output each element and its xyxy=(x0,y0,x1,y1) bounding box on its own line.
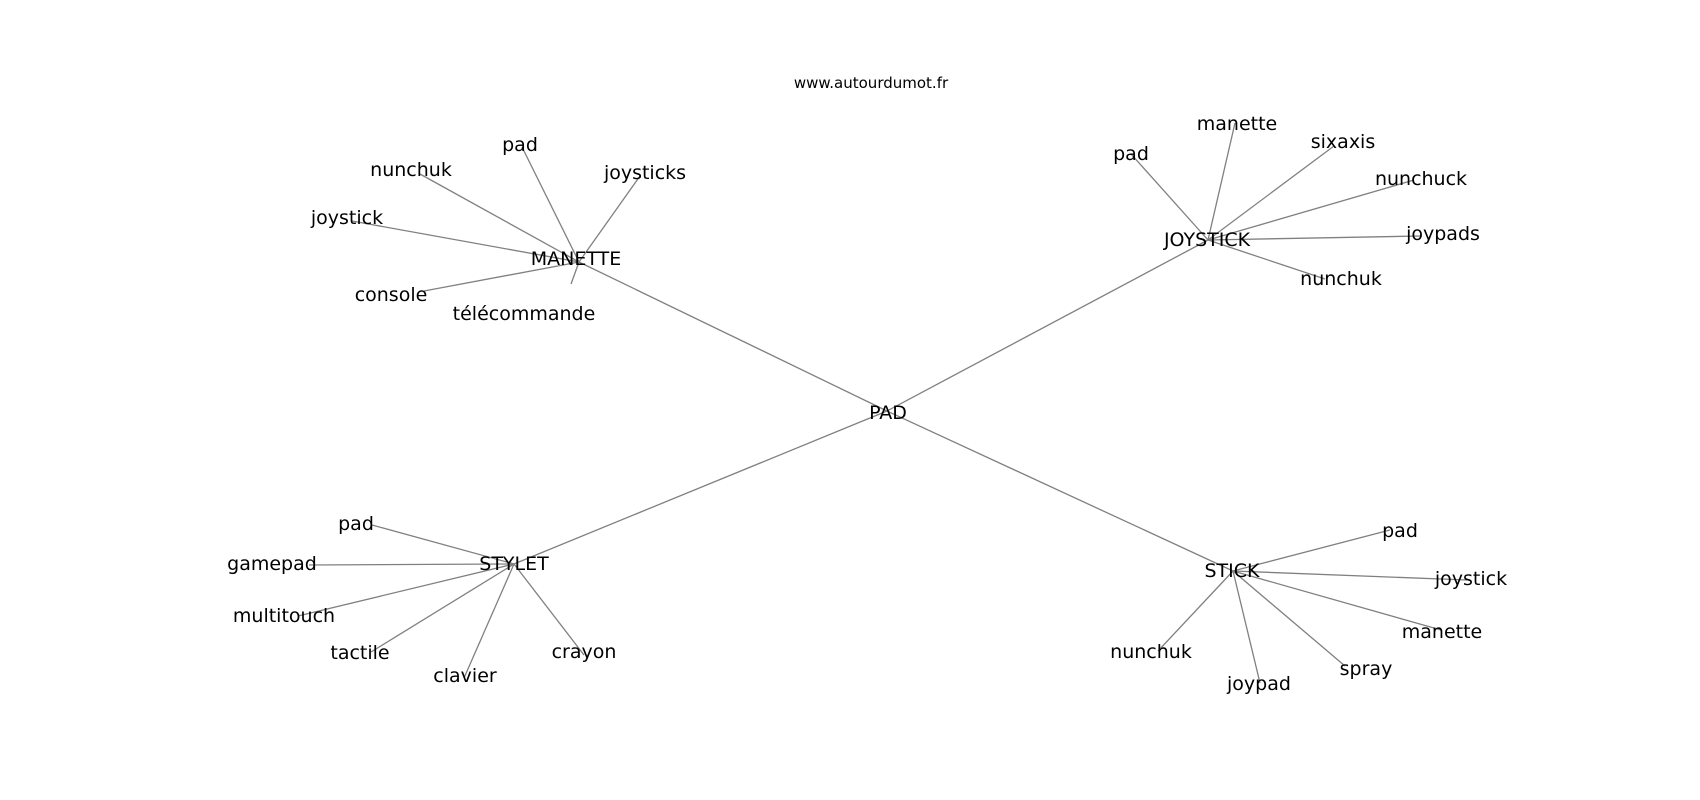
edge-joystick-5 xyxy=(1207,239,1326,280)
edge-stylet-3 xyxy=(370,563,515,653)
leaf-node: pad xyxy=(338,513,374,535)
edge-stick-0 xyxy=(1232,529,1391,572)
node-joystick: JOYSTICK xyxy=(1163,229,1251,251)
leaf-node: joystick xyxy=(1434,568,1507,590)
edge-center-joystick xyxy=(886,239,1209,412)
edge-joystick-3 xyxy=(1207,179,1415,241)
edge-stylet-5 xyxy=(513,563,585,656)
node-manette: MANETTE xyxy=(531,248,622,270)
leaf-node: console xyxy=(355,284,428,306)
edge-manette-3 xyxy=(351,220,580,263)
leaf-node: spray xyxy=(1340,658,1393,680)
leaf-node: nunchuk xyxy=(1300,268,1382,290)
edge-manette-1 xyxy=(578,175,641,263)
leaf-node: nunchuk xyxy=(370,159,452,181)
leaf-node: sixaxis xyxy=(1311,131,1376,153)
edge-manette-0 xyxy=(521,146,580,263)
leaf-node: nunchuck xyxy=(1375,168,1467,190)
edge-stylet-1 xyxy=(308,563,515,566)
edge-stick-2 xyxy=(1232,570,1442,631)
leaf-node: joysticks xyxy=(603,162,686,184)
edge-manette-5 xyxy=(570,261,580,285)
leaf-node: clavier xyxy=(433,665,497,687)
leaf-node: nunchuk xyxy=(1110,641,1192,663)
edge-manette-4 xyxy=(423,261,580,292)
leaf-node: multitouch xyxy=(233,605,335,627)
edge-joystick-0 xyxy=(1130,153,1209,241)
leaf-node: joystick xyxy=(310,207,383,229)
edge-joystick-2 xyxy=(1207,145,1335,241)
edge-center-stylet xyxy=(513,410,888,565)
edge-stylet-4 xyxy=(463,563,515,679)
edge-manette-2 xyxy=(419,173,580,263)
edge-stylet-2 xyxy=(297,563,515,617)
edge-center-manette xyxy=(578,261,888,412)
graph-labels: PAD MANETTE pad joysticks nunchuk joystick con… xyxy=(227,113,1507,695)
edge-joystick-1 xyxy=(1207,122,1236,241)
leaf-node: tactile xyxy=(330,642,389,664)
node-center: PAD xyxy=(869,402,907,424)
edge-stick-3 xyxy=(1232,570,1346,667)
edge-center-stick xyxy=(886,410,1234,572)
edge-joystick-4 xyxy=(1207,235,1422,241)
node-stylet: STYLET xyxy=(479,553,549,575)
edge-stick-5 xyxy=(1157,570,1234,652)
leaf-node: pad xyxy=(1382,520,1418,542)
graph-edges xyxy=(297,122,1468,684)
leaf-node: gamepad xyxy=(227,553,317,575)
leaf-node: crayon xyxy=(552,641,617,663)
source-label: www.autourdumot.fr xyxy=(794,74,949,92)
edge-stick-1 xyxy=(1232,570,1468,581)
edge-stick-4 xyxy=(1232,570,1261,684)
leaf-node: manette xyxy=(1197,113,1277,135)
leaf-node: télécommande xyxy=(453,303,596,325)
leaf-node: joypads xyxy=(1405,223,1480,245)
leaf-node: joypad xyxy=(1226,673,1291,695)
leaf-node: pad xyxy=(502,134,538,156)
leaf-node: manette xyxy=(1402,621,1482,643)
leaf-node: pad xyxy=(1113,143,1149,165)
edge-stylet-0 xyxy=(371,524,515,565)
node-stick: STICK xyxy=(1205,560,1261,582)
